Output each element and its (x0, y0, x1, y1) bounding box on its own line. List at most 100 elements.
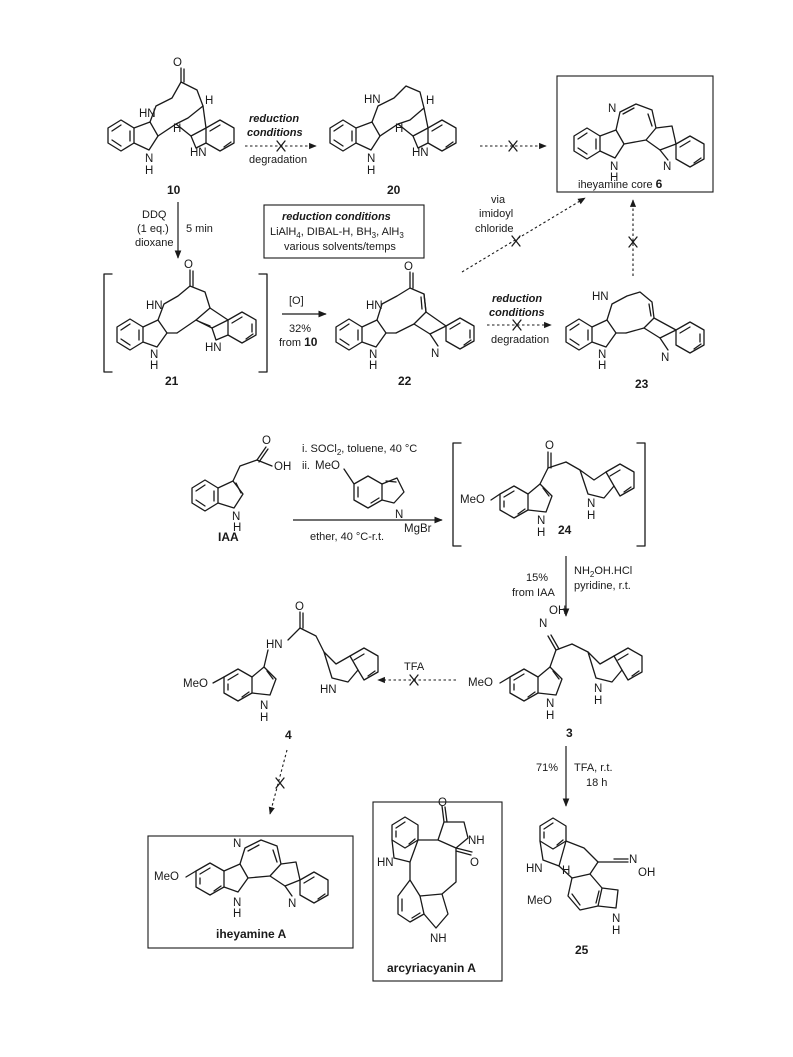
atom-N: N (431, 348, 439, 360)
atom-H: H (426, 95, 434, 107)
atom-H: H (233, 908, 241, 920)
atom-HN: HN (412, 147, 429, 159)
atom-HN: HN (526, 863, 543, 875)
atom-H: H (612, 925, 620, 937)
atom-H: H (233, 522, 241, 534)
atom-N: N (145, 153, 153, 165)
tfa-time: 18 h (586, 777, 607, 789)
degradation-label: degradation (249, 154, 307, 166)
atom-HN: HN (366, 300, 383, 312)
atom-NH: NH (468, 835, 485, 847)
iheyamine-A: MeO N N H N iheyamine A (147, 835, 354, 949)
atom-N: N (612, 913, 620, 925)
atom-MeO: MeO (154, 871, 179, 883)
conditions-label: conditions (247, 127, 303, 139)
step-i: i. SOCl2, toluene, 40 °C (302, 443, 417, 457)
yield-32: 32% (289, 323, 311, 335)
label-21: 21 (165, 374, 179, 388)
atom-O: O (545, 440, 554, 452)
conditions-label: conditions (489, 307, 545, 319)
atom-H: H (594, 695, 602, 707)
atom-MeO: MeO (315, 460, 340, 472)
compound-21: O HN N H HN 21 (103, 259, 268, 388)
arrow-10-to-20: reduction conditions degradation (245, 113, 317, 166)
label-3: 3 (566, 726, 573, 740)
ddq-time: 5 min (186, 223, 213, 235)
via-label: via (491, 194, 506, 206)
atom-HN: HN (377, 857, 394, 869)
step-solvent: ether, 40 °C-r.t. (310, 531, 384, 543)
label-arcyriacyaninA: arcyriacyanin A (387, 961, 476, 975)
atom-H: H (546, 710, 554, 722)
atom-N: N (395, 509, 403, 521)
ddq-solvent: dioxane (135, 237, 174, 249)
atom-H: H (562, 865, 570, 877)
compound-23: HN N H N 23 (565, 291, 705, 391)
atom-H: H (537, 527, 545, 539)
atom-H: H (173, 123, 181, 135)
atom-O: O (262, 435, 271, 447)
compound-IAA: O OH N H IAA (191, 435, 291, 544)
reduction-conditions-box: reduction conditions LiAlH4, DIBAL-H, BH… (263, 204, 425, 259)
atom-H: H (610, 172, 618, 184)
from-iaa: from IAA (512, 587, 555, 599)
atom-H: H (598, 360, 606, 372)
arrow-3-to-25: 71% TFA, r.t. 18 h (536, 746, 613, 807)
atom-N: N (369, 349, 377, 361)
atom-H: H (369, 360, 377, 372)
atom-O: O (470, 857, 479, 869)
label-4: 4 (285, 728, 292, 742)
atom-N: N (288, 898, 296, 910)
compound-20: HN N H H H HN 20 (329, 85, 457, 197)
atom-HN: HN (146, 300, 163, 312)
label-IAA: IAA (218, 530, 239, 544)
atom-N: N (598, 349, 606, 361)
atom-H: H (145, 165, 153, 177)
oxidant-label: [O] (289, 295, 304, 307)
atom-MeO: MeO (527, 895, 552, 907)
atom-OH: OH (549, 605, 566, 617)
atom-O: O (184, 259, 193, 271)
compound-24: MeO O N H N H 24 (452, 440, 646, 547)
atom-N: N (546, 698, 554, 710)
compound-10: O HN N H H H HN 10 (107, 57, 235, 197)
atom-N: N (150, 349, 158, 361)
label-23: 23 (635, 377, 649, 391)
hydroxylamine: NH2OH.HCl (574, 565, 632, 579)
atom-O: O (295, 601, 304, 613)
atom-N: N (608, 103, 616, 115)
atom-OH: OH (274, 461, 291, 473)
pyridine: pyridine, r.t. (574, 580, 631, 592)
reduction-label: reduction (492, 293, 542, 305)
arrow-10-to-21: DDQ (1 eq.) dioxane 5 min (135, 202, 213, 259)
yield-15: 15% (526, 572, 548, 584)
atom-HN: HN (139, 108, 156, 120)
ddq-label: DDQ (142, 209, 167, 221)
atom-N: N (260, 700, 268, 712)
imidoyl-label: imidoyl (479, 208, 513, 220)
compound-4: MeO O HN N H HN 4 (183, 601, 379, 742)
atom-H: H (150, 360, 158, 372)
arrow-IAA-to-24: i. SOCl2, toluene, 40 °C ii. MeO N MgBr … (293, 443, 443, 543)
arrow-3-to-4: TFA (377, 661, 456, 686)
compound-25: HN H N OH MeO N H 25 (526, 817, 655, 957)
atom-HN: HN (266, 639, 283, 651)
compound-3: MeO N OH N H N H 3 (468, 605, 643, 740)
atom-N: N (539, 618, 547, 630)
atom-N: N (594, 683, 602, 695)
atom-HN: HN (364, 94, 381, 106)
reagents-line: LiAlH4, DIBAL-H, BH3, AlH3 (270, 226, 404, 240)
arrow-4-to-iheyamineA (268, 749, 288, 815)
atom-OH: OH (638, 867, 655, 879)
from-10: from 10 (279, 335, 318, 349)
atom-N: N (367, 153, 375, 165)
atom-N: N (537, 515, 545, 527)
atom-N: N (587, 498, 595, 510)
arrow-22-to-6: via imidoyl chloride (461, 194, 586, 273)
atom-HN: HN (320, 684, 337, 696)
atom-HN: HN (190, 147, 207, 159)
atom-H: H (587, 510, 595, 522)
arrow-23-to-6 (628, 199, 638, 276)
chloride-label: chloride (475, 223, 514, 235)
